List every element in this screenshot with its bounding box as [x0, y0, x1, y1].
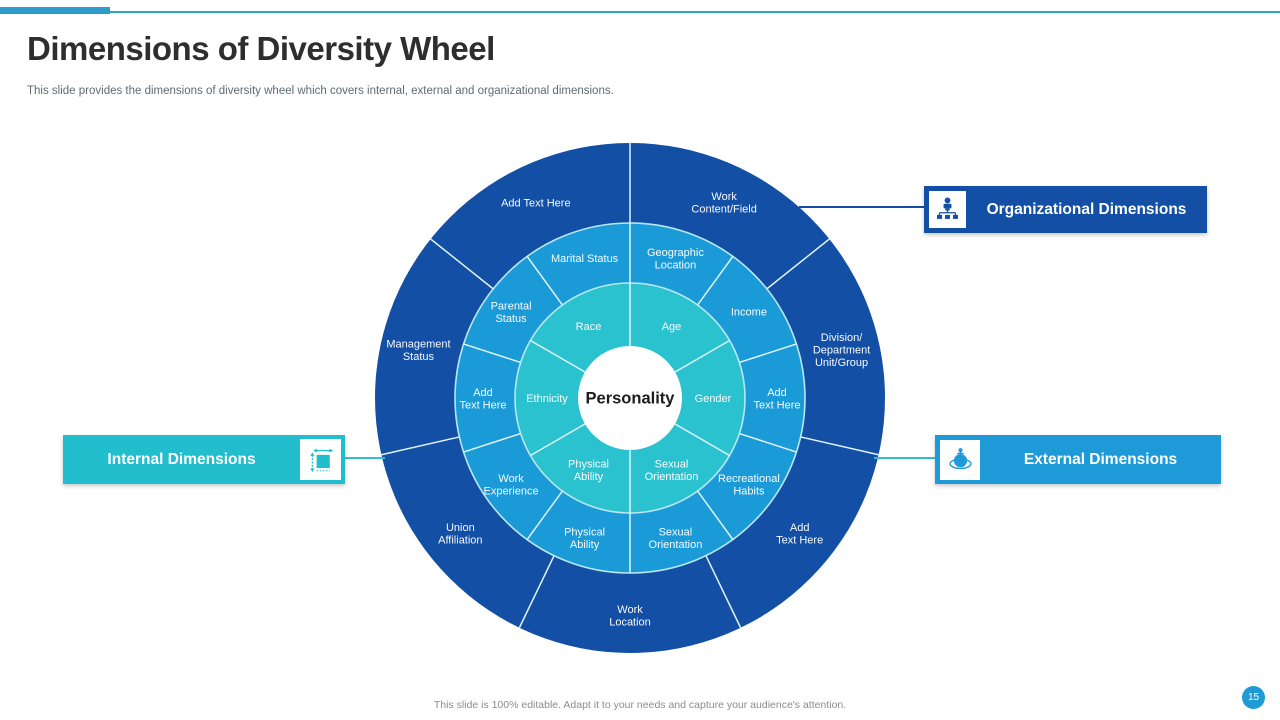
internal-connector-line	[345, 457, 385, 459]
top-accent-line	[0, 11, 1280, 13]
wheel-segment-label: Add Text Here	[501, 197, 571, 209]
organizational-connector-line	[799, 206, 925, 208]
wheel-center-circle	[578, 346, 682, 450]
footer-note: This slide is 100% editable. Adapt it to…	[433, 699, 847, 711]
wheel-divider	[381, 436, 460, 456]
wheel-segment-label: Gender	[695, 393, 732, 405]
wheel-divider	[766, 238, 830, 290]
wheel-divider	[463, 432, 521, 453]
wheel-divider	[696, 490, 734, 541]
wheel-segment-label: Race	[576, 321, 602, 333]
callout-external-dimensions: External Dimensions	[935, 435, 1221, 484]
wheel-divider	[696, 255, 734, 306]
callout-organizational-dimensions: Organizational Dimensions	[924, 186, 1207, 233]
wheel-divider	[800, 436, 879, 456]
callout-label: External Dimensions	[1023, 450, 1178, 468]
wheel-segment-label: Marital Status	[551, 253, 619, 265]
globe-person-icon	[940, 439, 980, 480]
top-accent-bar	[0, 7, 110, 14]
page-number-badge: 15	[1242, 686, 1265, 709]
wheel-divider	[518, 555, 555, 629]
wheel-divider	[674, 339, 730, 373]
wheel-center-label: Personality	[586, 390, 676, 408]
wheel-divider	[463, 343, 521, 364]
wheel-segment-label: Income	[731, 307, 767, 319]
wheel-segment-label: Ethnicity	[526, 393, 568, 405]
external-connector-line	[874, 457, 936, 459]
wheel-segment-label: Age	[662, 321, 682, 333]
wheel-divider	[739, 432, 797, 453]
wheel-divider	[526, 255, 564, 306]
wheel-divider	[530, 423, 586, 457]
page-subtitle: This slide provides the dimensions of di…	[27, 85, 614, 97]
callout-internal-dimensions: Internal Dimensions	[63, 435, 345, 484]
wheel-divider	[739, 343, 797, 364]
dimensions-box-icon	[300, 439, 341, 480]
wheel-divider	[674, 423, 730, 457]
callout-label: Organizational Dimensions	[986, 200, 1187, 218]
callout-label: Internal Dimensions	[107, 450, 256, 468]
wheel-divider	[430, 238, 494, 290]
wheel-divider	[526, 490, 564, 541]
wheel-divider	[530, 339, 586, 373]
wheel-divider	[705, 555, 742, 629]
org-chart-icon	[929, 191, 966, 228]
page-title: Dimensions of Diversity Wheel	[27, 30, 495, 67]
